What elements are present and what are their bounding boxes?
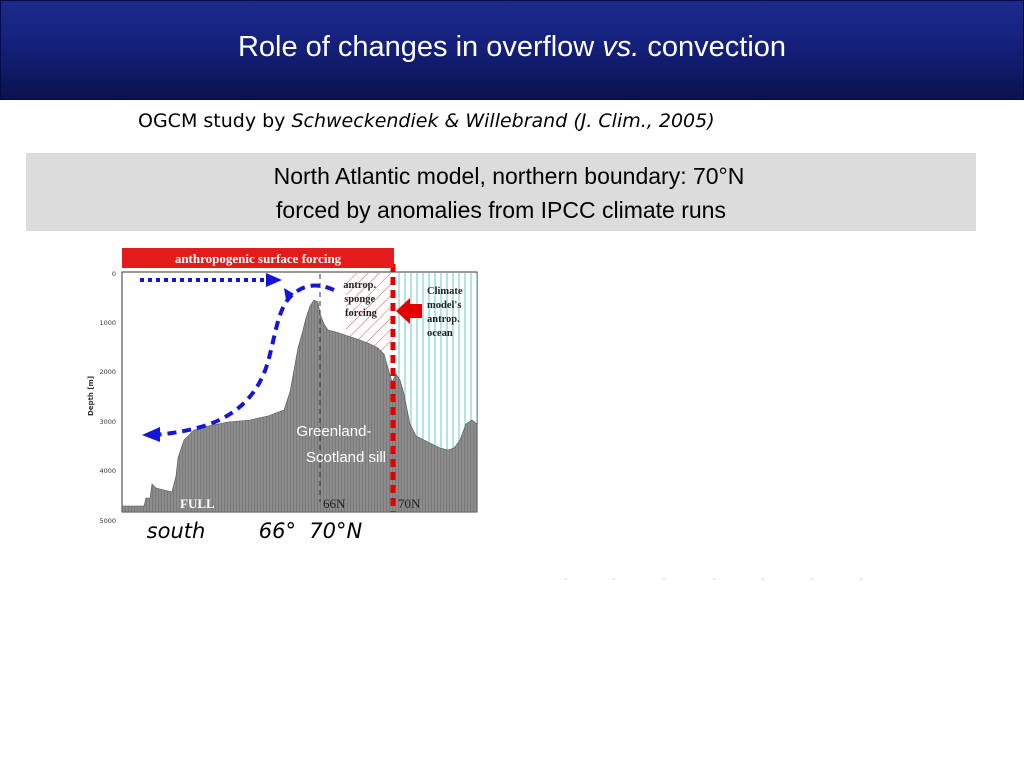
overflow-blue-arrowhead: [142, 427, 160, 442]
sponge-forcing-label: antrop. sponge forcing: [343, 280, 378, 319]
surface-forcing-label: anthropogenic surface forcing: [175, 251, 342, 266]
climate-label-line-3: antrop.: [427, 314, 460, 325]
latitude-caption-text: south 66° 70°N: [140, 519, 363, 543]
title-bar: Role of changes in overflow vs. convecti…: [0, 0, 1024, 100]
sill-label-line-1: Greenland-: [296, 423, 371, 440]
latitude-caption: south 66° 70°N: [140, 519, 363, 543]
ytick-2000: 2000: [99, 368, 116, 376]
climate-label-line-2: model's: [427, 300, 461, 311]
depth-axis-label: Depth [m]: [87, 376, 95, 416]
surface-blue-arrowhead: [266, 273, 282, 287]
ytick-0: 0: [112, 270, 116, 278]
ytick-4000: 4000: [99, 467, 116, 475]
ytick-1000: 1000: [99, 319, 116, 327]
model-description-line-2: forced by anomalies from IPCC climate ru…: [276, 197, 726, 223]
ytick-3000: 3000: [99, 418, 116, 426]
faint-dot-row: [564, 577, 863, 581]
ytick-5000: 5000: [99, 517, 116, 525]
sponge-label-line-2: sponge: [344, 294, 375, 305]
sponge-label-line-1: antrop.: [343, 280, 376, 291]
red-forcing-arrow: [396, 298, 422, 324]
title-italic: vs.: [602, 31, 640, 63]
sponge-blue-arrowhead: [284, 288, 294, 300]
climate-label-line-4: ocean: [427, 328, 453, 339]
sill-label: Greenland- Scotland sill: [296, 423, 386, 466]
title-part-1: Role of changes in overflow: [237, 31, 603, 63]
title-part-2: convection: [639, 31, 787, 63]
reference-citation: Schweckendiek & Willebrand (J. Clim., 20…: [291, 110, 715, 132]
climate-model-label: Climate model's antrop. ocean: [427, 286, 465, 339]
climate-label-line-1: Climate: [427, 286, 463, 297]
lat-66-label: 66N: [323, 496, 346, 511]
sponge-label-line-3: forcing: [345, 308, 378, 319]
lat-70-label: 70N: [398, 496, 421, 511]
sill-label-line-2: Scotland sill: [306, 449, 386, 466]
reference-prefix: OGCM study by: [138, 110, 292, 132]
overflow-blue-arrow: [153, 283, 335, 437]
ocean-section-figure: anthropogenic surface forcing antrop. sp…: [87, 248, 478, 525]
surface-forcing-banner: [122, 248, 394, 268]
depth-axis: 0 1000 2000 3000 4000 5000: [99, 270, 116, 525]
study-reference: OGCM study by Schweckendiek & Willebrand…: [138, 110, 715, 132]
slide-title: Role of changes in overflow vs. convecti…: [1, 31, 1023, 64]
model-description-box: North Atlantic model, northern boundary:…: [26, 153, 976, 231]
model-description-line-1: North Atlantic model, northern boundary:…: [273, 163, 745, 189]
full-label: FULL: [180, 496, 215, 511]
